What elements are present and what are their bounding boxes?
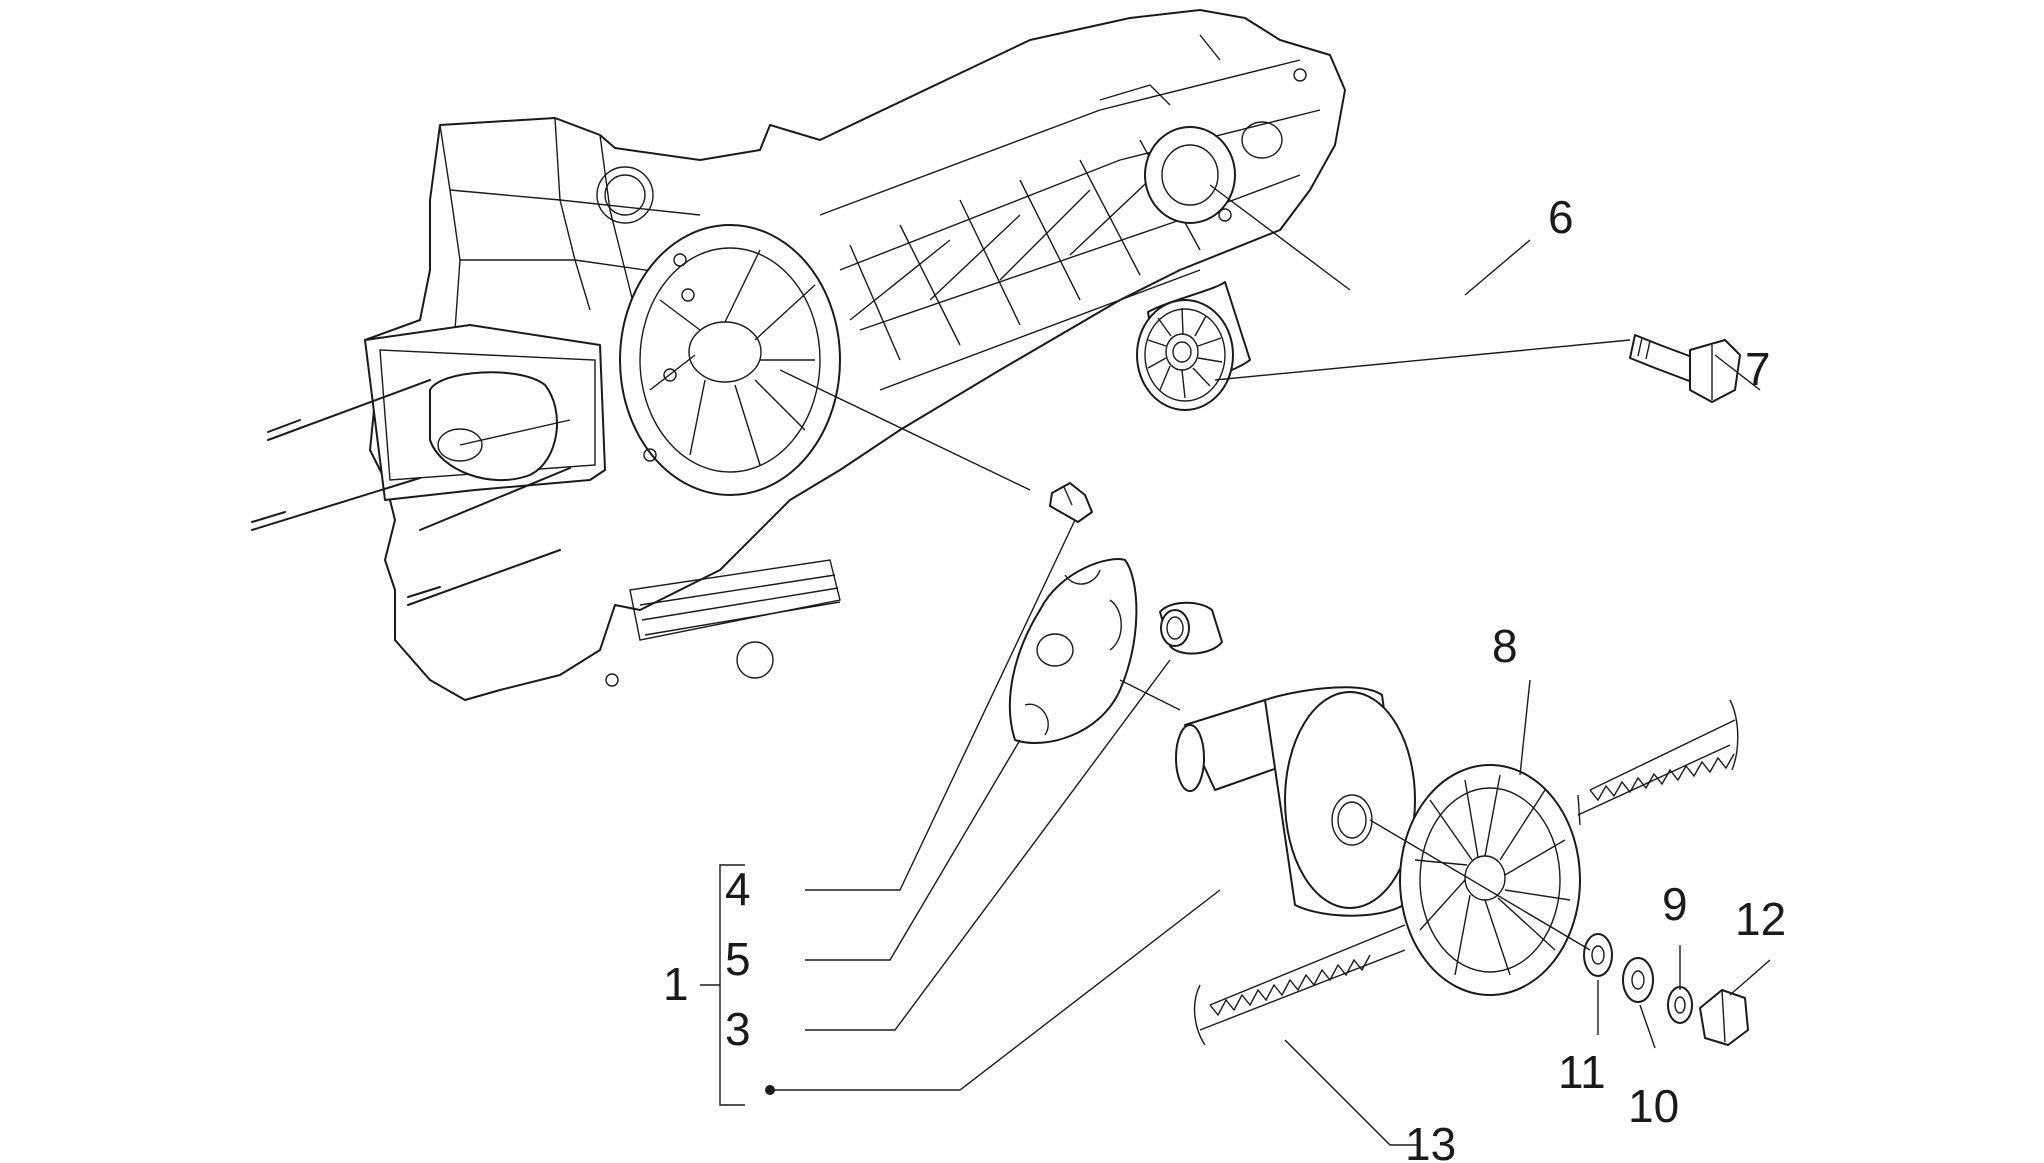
leader-dot (765, 1085, 775, 1095)
label-9: 9 (1662, 878, 1688, 930)
washers-nut-drawing (1583, 933, 1749, 1046)
label-13: 13 (1405, 1118, 1456, 1163)
label-3: 3 (725, 1003, 751, 1055)
label-4: 4 (725, 863, 751, 915)
label-10: 10 (1628, 1080, 1679, 1132)
label-8: 8 (1492, 620, 1518, 672)
label-11: 11 (1558, 1046, 1606, 1098)
part-3-drawing (1159, 601, 1223, 655)
part-8-drawing (1399, 764, 1581, 996)
part-4-drawing (1049, 482, 1093, 523)
part-7-drawing (1629, 334, 1741, 403)
pulley-drawing (1175, 686, 1416, 917)
label-7: 7 (1745, 343, 1771, 395)
label-12: 12 (1735, 893, 1786, 945)
label-1: 1 (663, 958, 689, 1010)
label-6: 6 (1548, 191, 1574, 243)
part-5-drawing (1008, 558, 1138, 744)
part-6-drawing (1136, 281, 1251, 411)
crankcase-drawing (251, 9, 1346, 701)
label-5: 5 (725, 933, 751, 985)
belt-drawing (1193, 699, 1739, 1046)
leader-lines (700, 239, 1771, 1146)
assembly-axis-lines (779, 184, 1631, 951)
callout-labels: 1 4 5 3 6 7 8 9 12 11 10 13 (663, 191, 1786, 1163)
